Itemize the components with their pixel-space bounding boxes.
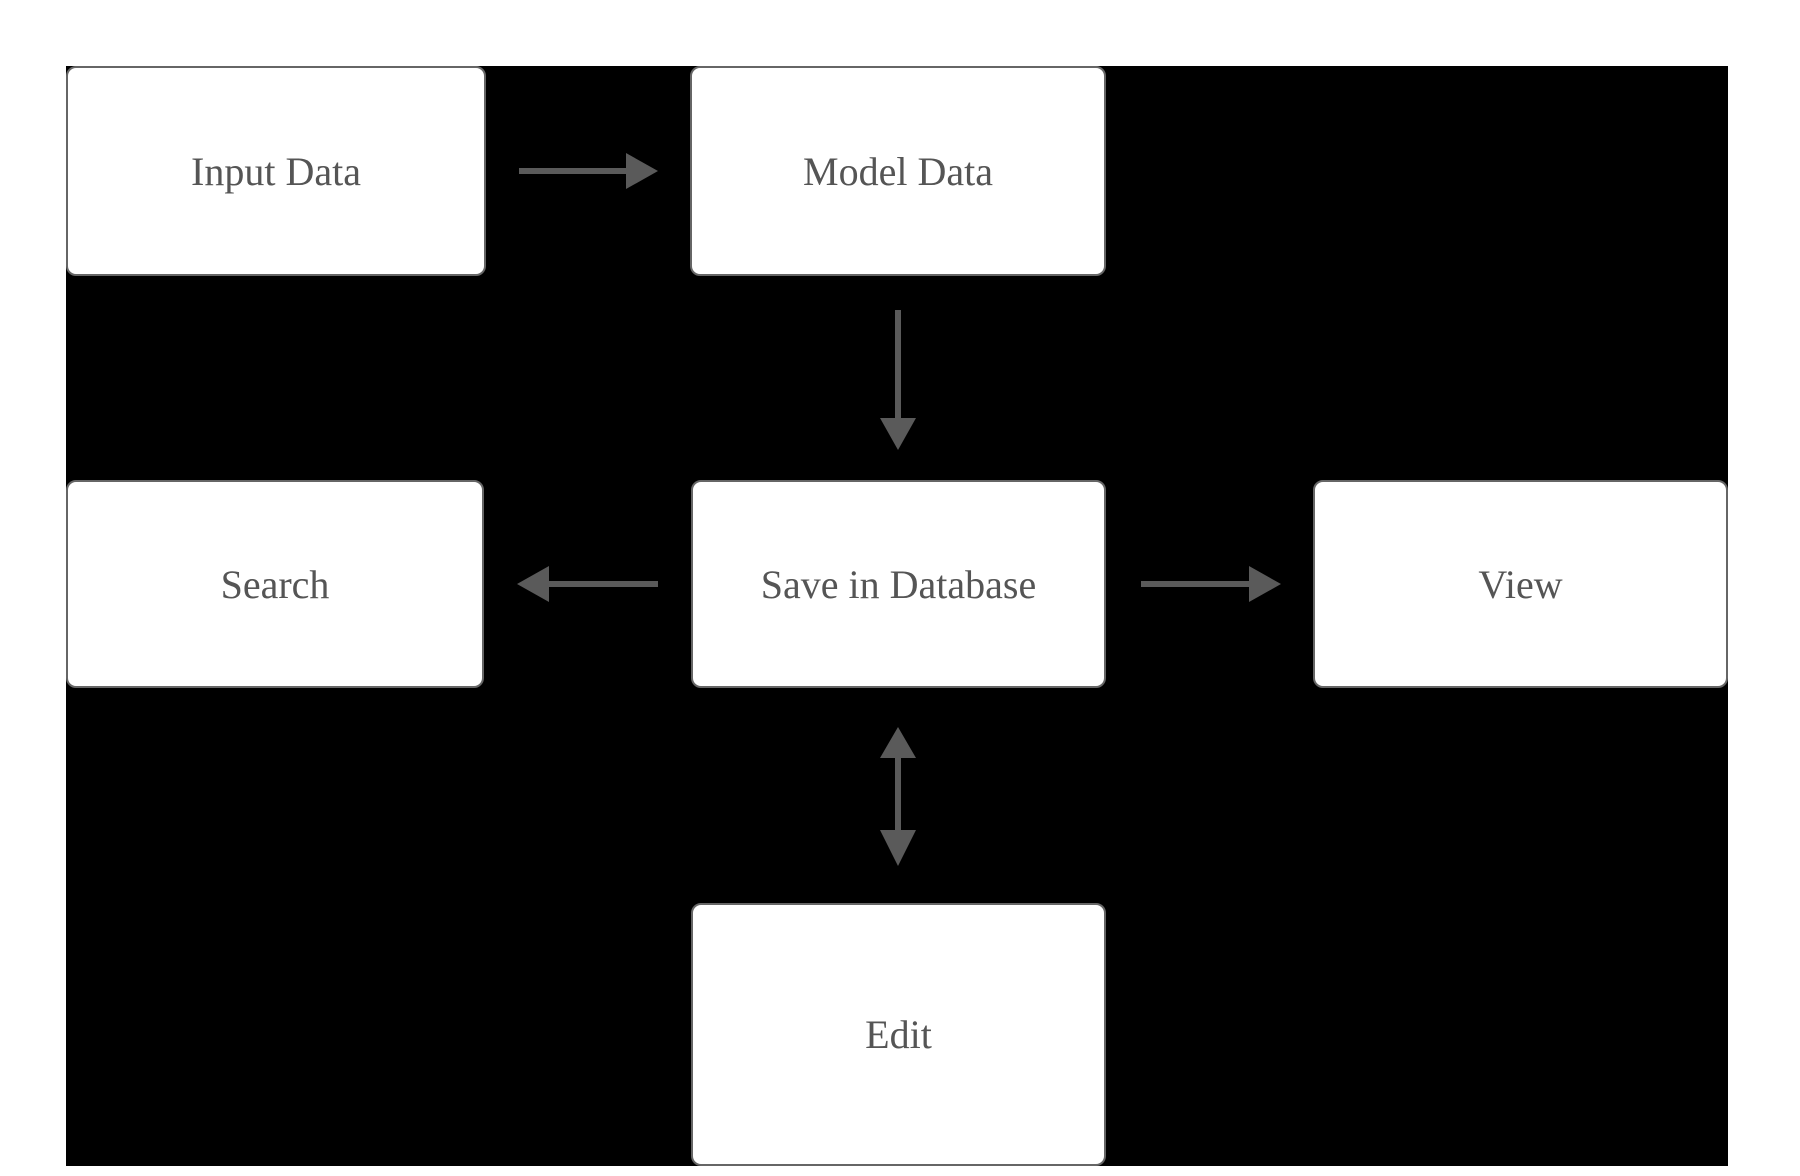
node-search: Search <box>66 480 484 688</box>
edge-layer <box>517 153 1281 866</box>
arrowhead-left-icon <box>517 566 549 602</box>
node-model-data-label: Model Data <box>803 148 993 194</box>
node-search-label: Search <box>220 561 330 607</box>
node-edit: Edit <box>691 903 1106 1166</box>
edge-save-in-database-to-view <box>1141 566 1281 602</box>
node-model-data: Model Data <box>690 66 1106 276</box>
edge-input-data-to-model-data <box>519 153 658 189</box>
node-save-in-database: Save in Database <box>691 480 1106 688</box>
node-save-in-database-label: Save in Database <box>760 561 1037 607</box>
arrowhead-down-icon <box>880 418 916 450</box>
node-edit-label: Edit <box>865 1012 932 1057</box>
diagram-canvas: Input Data Model Data Search Save in Dat… <box>66 66 1728 1166</box>
arrowhead-right-icon <box>626 153 658 189</box>
node-input-data-label: Input Data <box>191 148 361 194</box>
arrowhead-up-icon <box>880 727 916 758</box>
edge-model-data-to-save-in-database <box>880 310 916 450</box>
node-view-label: View <box>1478 561 1563 607</box>
node-input-data: Input Data <box>66 66 486 276</box>
edge-save-in-database-to-edit <box>880 727 916 866</box>
node-view: View <box>1313 480 1728 688</box>
edge-save-in-database-to-search <box>517 566 658 602</box>
arrowhead-down-icon <box>880 830 916 866</box>
arrowhead-right-icon <box>1249 566 1281 602</box>
